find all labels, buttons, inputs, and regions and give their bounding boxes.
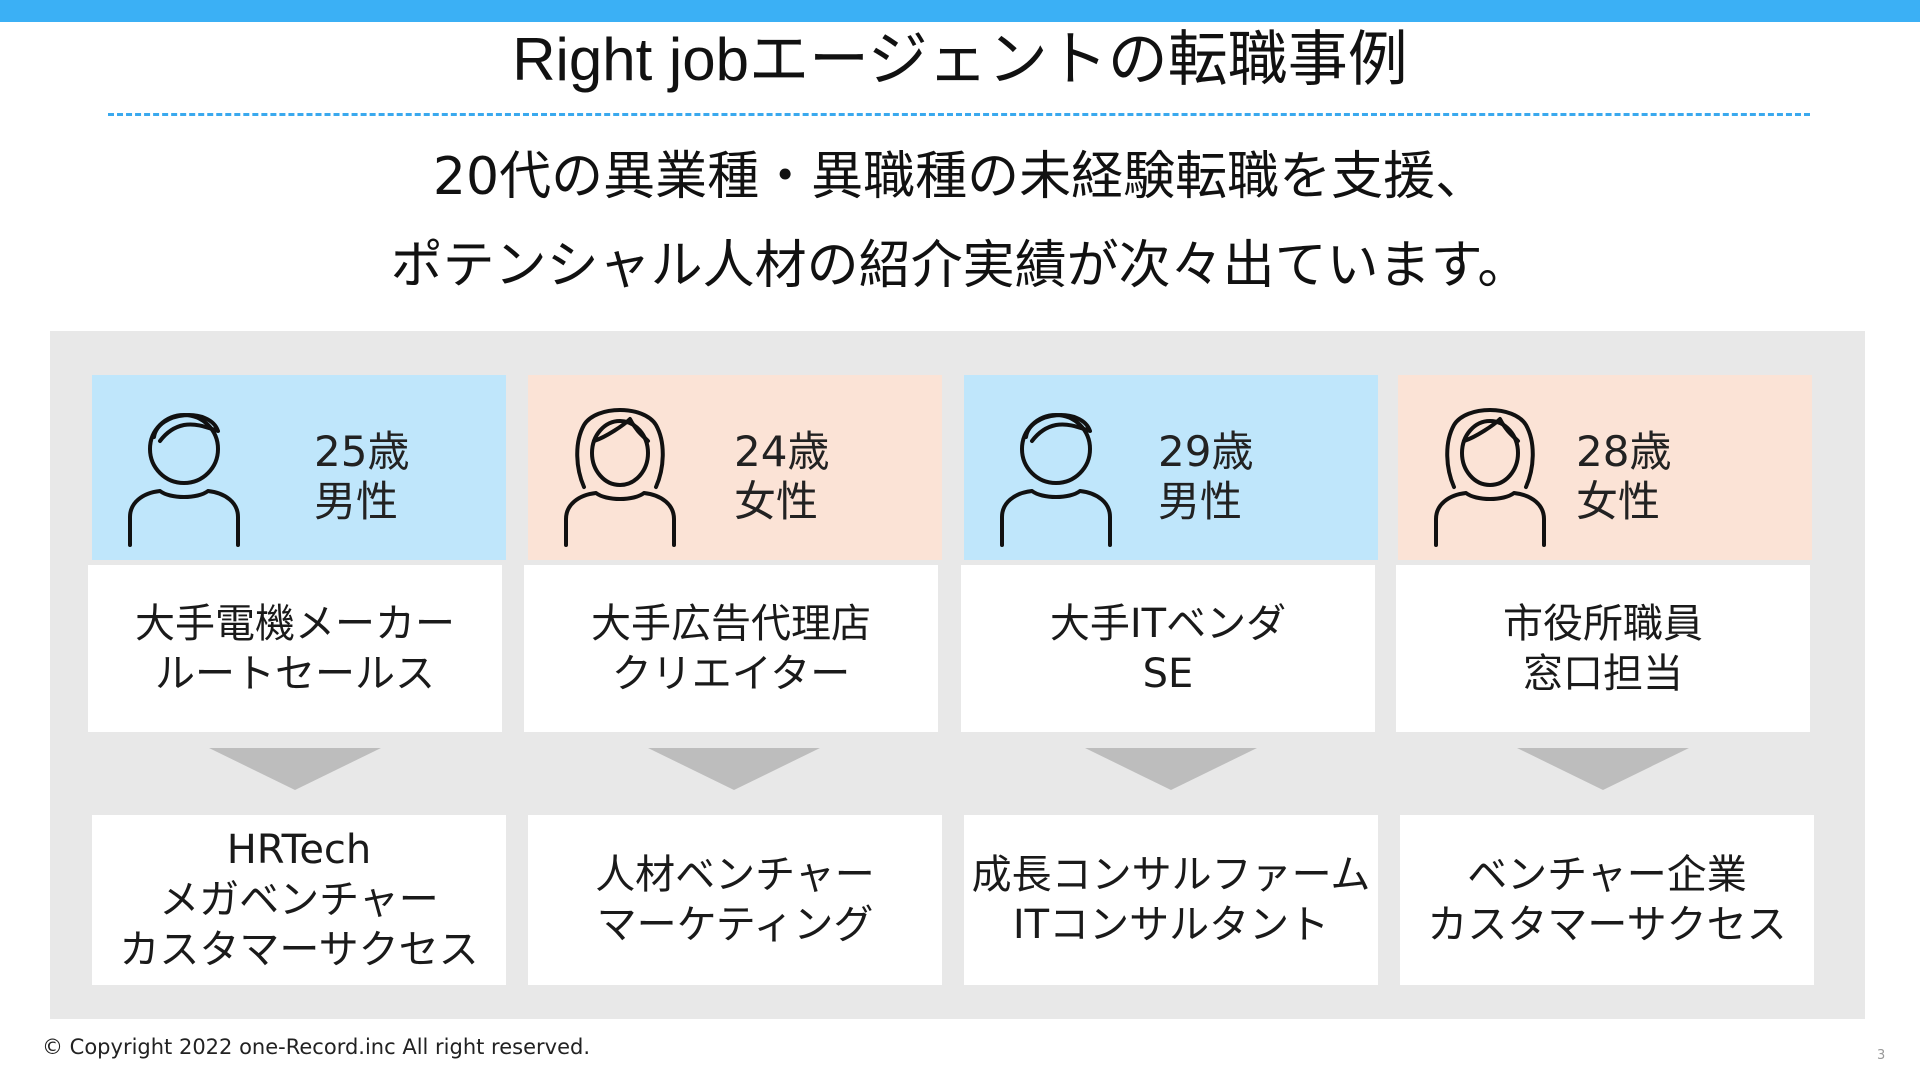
- case-4-new-line-2: カスタマーサクセス: [1427, 902, 1787, 948]
- subtitle-line-2: ポテンシャル人材の紹介実績が次々出ています。: [390, 236, 1530, 296]
- copyright-notice: © Copyright 2022 one-Record.inc All righ…: [42, 1035, 590, 1059]
- case-2-previous-role: クリエイター: [611, 650, 851, 697]
- case-1-new-job: HRTech メガベンチャー カスタマーサクセス: [92, 815, 506, 985]
- case-1-previous-company: 大手電機メーカー: [135, 600, 455, 647]
- case-3-previous-role: SE: [1142, 650, 1194, 697]
- case-4-profile: 28歳 女性: [1398, 375, 1812, 560]
- case-1-new-line-2: メガベンチャー: [159, 877, 439, 923]
- page-number: 3: [1877, 1048, 1886, 1063]
- case-4-previous-role: 窓口担当: [1523, 650, 1683, 697]
- subtitle-line-1: 20代の異業種・異職種の未経験転職を支援、: [432, 147, 1488, 207]
- case-4-new-line-1: ベンチャー企業: [1467, 852, 1747, 898]
- case-1-new-line-3: カスタマーサクセス: [119, 927, 479, 973]
- case-2-previous-company: 大手広告代理店: [591, 600, 871, 647]
- case-2-new-line-1: 人材ベンチャー: [595, 852, 875, 898]
- page-title: Right jobエージェントの転職事例: [512, 26, 1408, 93]
- case-1-profile: 25歳 男性: [92, 375, 506, 560]
- case-4-arrow: [1517, 748, 1689, 790]
- case-3-new-line-1: 成長コンサルファーム: [971, 852, 1371, 898]
- case-2-arrow: [648, 748, 820, 790]
- case-3-new-line-2: ITコンサルタント: [1012, 902, 1330, 948]
- case-1-new-line-1: HRTech: [226, 827, 372, 873]
- male-person-icon: [114, 397, 254, 547]
- female-person-icon: [1420, 397, 1560, 547]
- case-3-new-job: 成長コンサルファーム ITコンサルタント: [964, 815, 1378, 985]
- case-3-arrow: [1085, 748, 1257, 790]
- case-4-previous-job: 市役所職員 窓口担当: [1396, 565, 1810, 732]
- case-1-previous-role: ルートセールス: [155, 650, 435, 697]
- case-2-previous-job: 大手広告代理店 クリエイター: [524, 565, 938, 732]
- case-3-profile: 29歳 男性: [964, 375, 1378, 560]
- case-4-new-job: ベンチャー企業 カスタマーサクセス: [1400, 815, 1814, 985]
- case-1-gender: 男性: [314, 477, 399, 526]
- female-person-icon: [550, 397, 690, 547]
- case-3-gender: 男性: [1158, 477, 1243, 526]
- case-4-previous-company: 市役所職員: [1503, 600, 1703, 647]
- case-3-age: 29歳: [1158, 427, 1254, 476]
- case-2-gender: 女性: [734, 477, 819, 526]
- case-2-new-job: 人材ベンチャー マーケティング: [528, 815, 942, 985]
- case-3-previous-job: 大手ITベンダ SE: [961, 565, 1375, 732]
- case-1-previous-job: 大手電機メーカー ルートセールス: [88, 565, 502, 732]
- case-1-arrow: [209, 748, 381, 790]
- case-2-profile: 24歳 女性: [528, 375, 942, 560]
- case-4-age: 28歳: [1576, 427, 1672, 476]
- male-person-icon: [986, 397, 1126, 547]
- case-2-age: 24歳: [734, 427, 830, 476]
- case-3-previous-company: 大手ITベンダ: [1049, 600, 1287, 647]
- case-1-age: 25歳: [314, 427, 410, 476]
- case-4-gender: 女性: [1576, 477, 1661, 526]
- top-accent-bar: [0, 0, 1920, 22]
- title-divider: [108, 113, 1810, 116]
- case-2-new-line-2: マーケティング: [596, 902, 874, 948]
